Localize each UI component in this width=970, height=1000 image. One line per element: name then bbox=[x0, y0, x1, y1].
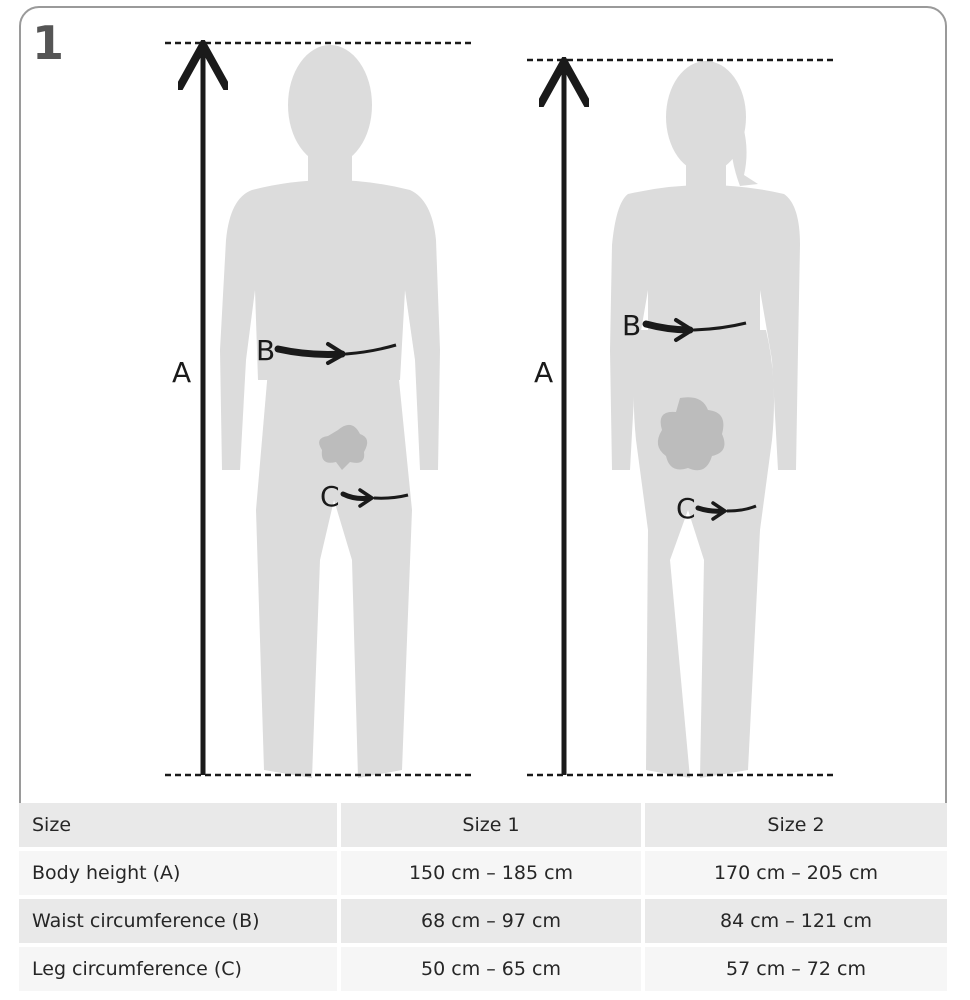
waist-arrow-head bbox=[674, 318, 696, 342]
female-figure: A B C bbox=[527, 60, 835, 778]
table-cell: Leg circumference (C) bbox=[19, 945, 341, 995]
waist-band bbox=[693, 321, 747, 332]
waist-arrow bbox=[274, 345, 346, 358]
leg-arrow-head bbox=[711, 501, 729, 521]
leaf-icon bbox=[319, 424, 368, 470]
leg-arrow-head bbox=[358, 488, 376, 508]
leg-band bbox=[373, 493, 409, 500]
table-cell: 150 cm – 185 cm bbox=[339, 849, 645, 899]
waist-arrow bbox=[642, 320, 694, 334]
leg-label: C bbox=[676, 492, 696, 525]
table-row: Leg circumference (C) 50 cm – 65 cm 57 c… bbox=[19, 945, 947, 995]
leg-label: C bbox=[320, 480, 340, 513]
leaf-icon bbox=[657, 397, 725, 471]
table-row: Waist circumference (B) 68 cm – 97 cm 84… bbox=[19, 897, 947, 947]
waist-label: B bbox=[256, 334, 275, 367]
table-cell: 170 cm – 205 cm bbox=[643, 849, 947, 899]
waist-band bbox=[345, 343, 397, 356]
leg-band bbox=[726, 504, 757, 513]
table-cell: 57 cm – 72 cm bbox=[643, 945, 947, 995]
male-silhouette bbox=[220, 45, 440, 778]
waist-label: B bbox=[622, 309, 641, 342]
table-cell: 84 cm – 121 cm bbox=[643, 897, 947, 947]
size-table: Size Size 1 Size 2 Body height (A) 150 c… bbox=[19, 803, 947, 995]
step-number: 1 bbox=[32, 16, 65, 70]
table-row: Body height (A) 150 cm – 185 cm 170 cm –… bbox=[19, 849, 947, 899]
table-cell: 50 cm – 65 cm bbox=[339, 945, 645, 995]
table-header-row: Size Size 1 Size 2 bbox=[19, 803, 947, 851]
table-header-cell: Size 1 bbox=[339, 803, 645, 851]
height-label: A bbox=[534, 356, 553, 389]
table-header-cell: Size 2 bbox=[643, 803, 947, 851]
male-figure: A B C bbox=[165, 43, 475, 778]
table-header-cell: Size bbox=[19, 803, 341, 851]
height-label: A bbox=[172, 356, 191, 389]
measurement-diagram: A B C A B C bbox=[165, 0, 835, 778]
table-cell: Waist circumference (B) bbox=[19, 897, 341, 947]
leg-arrow bbox=[340, 491, 373, 501]
table-cell: Body height (A) bbox=[19, 849, 341, 899]
table-cell: 68 cm – 97 cm bbox=[339, 897, 645, 947]
waist-arrow-head bbox=[326, 342, 348, 365]
leg-arrow bbox=[695, 505, 725, 514]
